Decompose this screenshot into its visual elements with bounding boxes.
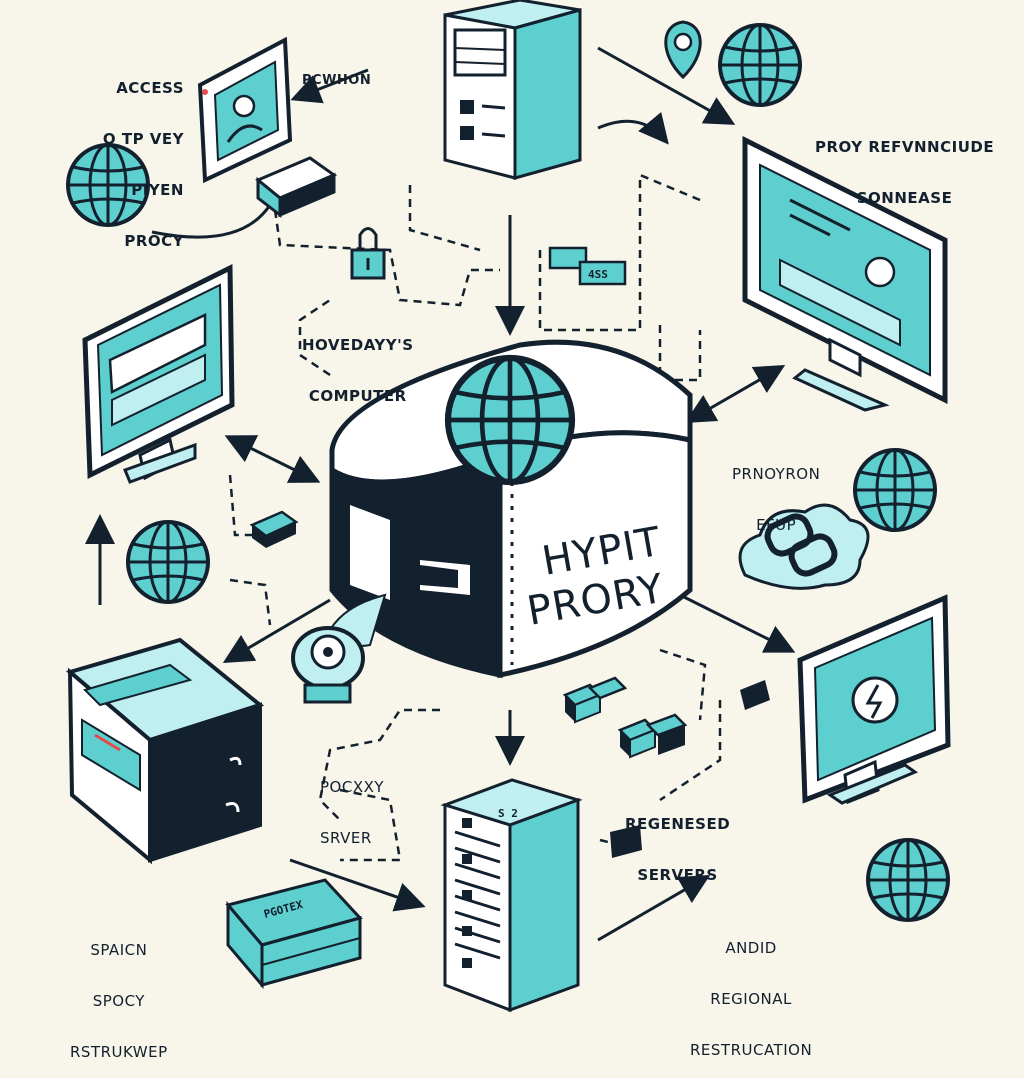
proxy-diagram: 4SS HYPIT PRORY bbox=[65, 0, 995, 1061]
label-access-proxy: ACCESS O TP VEY PIYEN PROCY bbox=[102, 79, 184, 250]
label-hoveday-computer: HOVEDAYY'S COMPUTER bbox=[302, 336, 414, 405]
label-spaicn-spocy: SPAICN SPOCY RSTRUKWEP bbox=[70, 941, 168, 1061]
avatar-frame-icon bbox=[197, 36, 293, 184]
proxy-device-icon: PGOTEX bbox=[225, 878, 363, 990]
disc-icon bbox=[291, 626, 365, 704]
label-regenesed-servers: REGENESED SERVERS bbox=[625, 815, 731, 884]
label-andid-regional: ANDID REGIONAL RESTRUCATION bbox=[690, 939, 813, 1059]
lightning-icon bbox=[865, 684, 883, 719]
label-pocxxy-server: POCXXY SRVER bbox=[320, 778, 385, 847]
monitor-icon-left bbox=[82, 263, 235, 484]
server-tag-text: S 2 bbox=[498, 807, 518, 820]
router-icon bbox=[255, 156, 338, 219]
lock-icon bbox=[350, 227, 386, 280]
usb-device-icon bbox=[249, 510, 299, 548]
location-pin-icon bbox=[664, 20, 702, 80]
label-pnoyron-efup: PRNOYRON EFUP bbox=[732, 465, 821, 534]
monitor-icon-bottom-right bbox=[797, 594, 951, 805]
price-tag-icon: 4SS bbox=[548, 246, 627, 286]
dashed-links bbox=[228, 173, 722, 862]
server-icon-bottom: S 2 bbox=[440, 778, 583, 1013]
server-icon-top bbox=[443, 0, 582, 180]
monitor-icon-top-right bbox=[742, 135, 948, 412]
server-icon-bottom-left bbox=[65, 637, 265, 865]
connection-lines bbox=[85, 46, 796, 942]
label-proxy-reference: PROY REFVNNCIUDE SONNEASE bbox=[815, 138, 995, 207]
diagram-artwork: 4SS HYPIT PRORY bbox=[65, 0, 951, 1013]
cloud-icon bbox=[738, 503, 870, 590]
price-tag-text: 4SS bbox=[588, 268, 608, 281]
chain-link-icon bbox=[764, 513, 838, 577]
network-switch-icons bbox=[562, 676, 770, 858]
label-pcwhon: PCWHON bbox=[302, 73, 372, 88]
